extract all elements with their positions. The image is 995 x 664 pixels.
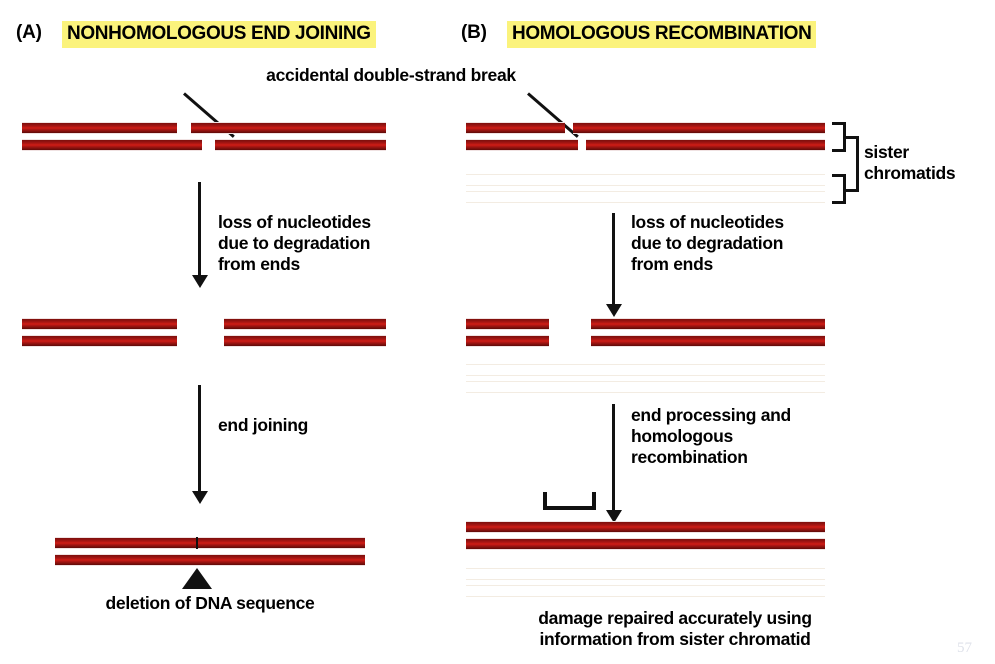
panel-b-arrow-recombination (612, 404, 615, 511)
sister-chromatids-label: sister chromatids (864, 142, 956, 183)
panel-a-step2-label: end joining (218, 415, 309, 435)
panel-a-arrow-degradation (198, 182, 201, 276)
panel-a-letter: (A) (16, 22, 42, 43)
panel-a-arrow-end-joining (198, 385, 201, 492)
sister-chromatid-bracket-red (832, 122, 846, 152)
panel-b-result-label: damage repaired accurately using informa… (538, 608, 812, 649)
panel-b-stage1-bottom-left-strand (466, 139, 578, 151)
panel-a-stage1-bottom-right-strand (215, 139, 386, 151)
panel-a-deletion-tick (196, 537, 198, 549)
panel-a-step1-label: loss of nucleotides due to degradation f… (218, 212, 371, 274)
sister-chromatid-bracket-outer (846, 136, 859, 192)
double-strand-break-label: accidental double-strand break (266, 65, 516, 85)
panel-a-stage2-right-bottom-strand (224, 335, 386, 347)
panel-b-stage1-top-left-strand (466, 122, 565, 134)
panel-a-stage3-top-strand (55, 537, 365, 549)
panel-b-stage1-bottom-right-strand (586, 139, 825, 151)
sister-chromatid-bracket-orange (832, 174, 846, 204)
panel-b-step1-label: loss of nucleotides due to degradation f… (631, 212, 784, 274)
panel-a-title: NONHOMOLOGOUS END JOINING (62, 21, 376, 48)
panel-a-stage1-top-right-strand (191, 122, 386, 134)
panel-b-repaired-region-bracket (543, 492, 596, 510)
panel-b-stage2-left-bottom-strand (466, 335, 549, 347)
panel-b-letter: (B) (461, 22, 487, 43)
panel-a-stage2-right-top-strand (224, 318, 386, 330)
panel-a-stage2-left-top-strand (22, 318, 177, 330)
panel-b-stage2-right-top-strand (591, 318, 825, 330)
panel-b-stage3-sister-top-strand (466, 568, 825, 580)
panel-b-step2-label: end processing and homologous recombinat… (631, 405, 791, 467)
panel-b-title: HOMOLOGOUS RECOMBINATION (507, 21, 817, 48)
panel-b-stage3-sister-bottom-strand (466, 585, 825, 597)
panel-a-deletion-triangle (182, 568, 212, 589)
panel-b-stage1-top-right-strand (573, 122, 825, 134)
panel-a-stage2-left-bottom-strand (22, 335, 177, 347)
panel-b-stage3-bottom-strand (466, 538, 825, 550)
panel-b-stage2-left-top-strand (466, 318, 549, 330)
panel-b-stage1-sister-top-strand (466, 174, 825, 186)
page-number: 57 (957, 640, 972, 656)
panel-b-arrow-degradation (612, 213, 615, 305)
panel-a-stage1-top-left-strand (22, 122, 177, 134)
panel-b-stage1-sister-bottom-strand (466, 191, 825, 203)
panel-a-stage1-bottom-left-strand (22, 139, 202, 151)
panel-b-stage2-sister-bottom-strand (466, 381, 825, 393)
panel-a-result-label: deletion of DNA sequence (105, 593, 315, 613)
panel-b-stage2-sister-top-strand (466, 364, 825, 376)
panel-b-stage2-right-bottom-strand (591, 335, 825, 347)
panel-b-stage3-top-strand (466, 521, 825, 533)
panel-a-stage3-bottom-strand (55, 554, 365, 566)
